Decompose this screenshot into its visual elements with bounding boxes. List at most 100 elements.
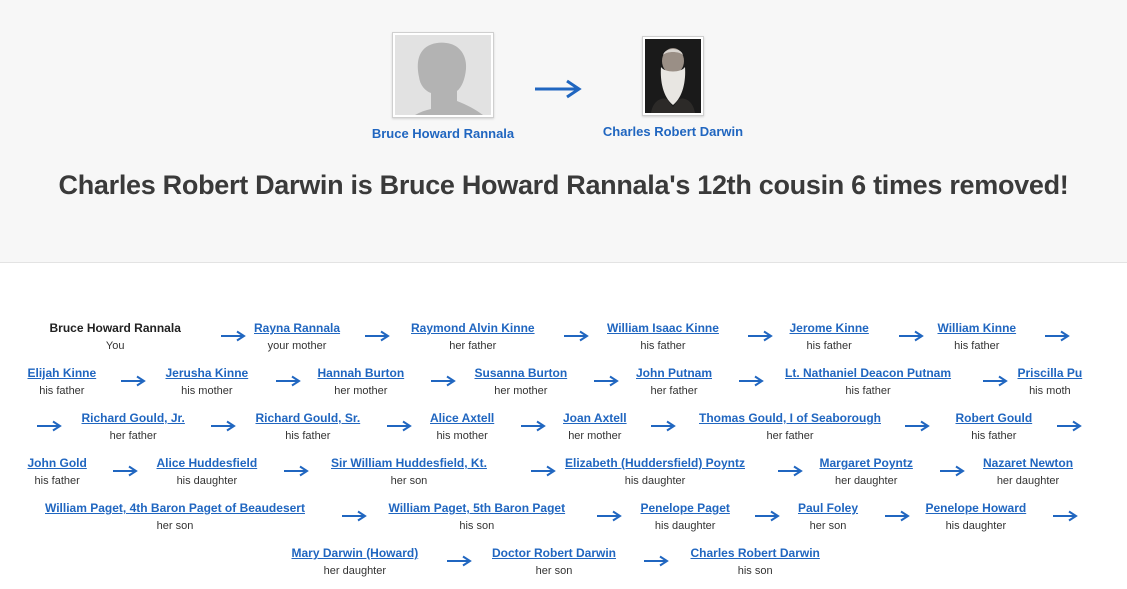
right-arrow-icon [905, 420, 930, 432]
right-person-link[interactable]: Charles Robert Darwin [602, 124, 744, 139]
relationship-headline: Charles Robert Darwin is Bruce Howard Ra… [58, 170, 1069, 200]
chain-person: Nazaret Newton her daughter [983, 455, 1073, 488]
person-link[interactable]: Thomas Gould, I of Seaborough [699, 411, 881, 425]
right-arrow-icon [1045, 330, 1070, 342]
right-arrow-icon [1057, 420, 1082, 432]
right-arrow-icon [644, 555, 669, 567]
right-arrow-icon [564, 330, 589, 342]
person-link[interactable]: Susanna Burton [474, 366, 568, 380]
relation-label: her father [650, 385, 698, 397]
person-link[interactable]: Penelope Howard [925, 501, 1027, 515]
person-link[interactable]: Doctor Robert Darwin [492, 546, 617, 560]
person-link[interactable]: Robert Gould [955, 411, 1033, 425]
person-link[interactable]: Jerome Kinne [789, 321, 869, 335]
right-arrow-icon [221, 330, 246, 342]
right-arrow-icon [755, 510, 780, 522]
relation-label: his son [737, 565, 773, 577]
relation-label: her mother [494, 385, 548, 397]
right-arrow-icon [387, 420, 412, 432]
chain-person: John Putnam her father [636, 365, 712, 398]
person-link[interactable]: William Paget, 5th Baron Paget [388, 501, 566, 515]
relation-label: his mother [436, 430, 488, 442]
relation-label: his father [34, 475, 80, 487]
person-link[interactable]: William Isaac Kinne [607, 321, 719, 335]
right-arrow-icon [651, 420, 676, 432]
person-link[interactable]: Priscilla Pu [1017, 366, 1083, 380]
relation-label: his son [459, 520, 495, 532]
avatar-placeholder[interactable] [392, 32, 494, 118]
person-link[interactable]: Alice Axtell [430, 411, 495, 425]
right-arrow-icon [447, 555, 472, 567]
right-arrow-icon [113, 465, 138, 477]
person-link[interactable]: Richard Gould, Jr. [81, 411, 185, 425]
right-arrow-icon [899, 330, 924, 342]
person-link[interactable]: John Putnam [636, 366, 713, 380]
person-link[interactable]: Penelope Paget [640, 501, 730, 515]
relation-label: his father [806, 340, 852, 352]
person-link[interactable]: Paul Foley [798, 501, 859, 515]
chain-person: Richard Gould, Jr. her father [82, 410, 185, 443]
relation-label: her daughter [323, 565, 387, 577]
person-link[interactable]: Elizabeth (Huddersfield) Poyntz [565, 456, 746, 470]
person-link[interactable]: Richard Gould, Sr. [255, 411, 361, 425]
avatar-photo[interactable] [642, 36, 704, 116]
relation-label: her son [156, 520, 194, 532]
chain-person: Susanna Burton her mother [475, 365, 568, 398]
person-link[interactable]: Jerusha Kinne [165, 366, 249, 380]
relation-label: her son [390, 475, 428, 487]
person-link[interactable]: Mary Darwin (Howard) [291, 546, 419, 560]
relation-label: her father [766, 430, 814, 442]
person-link[interactable]: Sir William Huddesfield, Kt. [331, 456, 487, 470]
chain-person: Charles Robert Darwin his son [691, 545, 820, 578]
person-link[interactable]: Rayna Rannala [254, 321, 341, 335]
right-arrow-icon [597, 510, 622, 522]
relation-label: his father [285, 430, 331, 442]
silhouette-icon [395, 35, 491, 115]
right-arrow-icon [531, 465, 556, 477]
person-link[interactable]: William Kinne [937, 321, 1017, 335]
relation-label: her daughter [996, 475, 1060, 487]
person-link[interactable]: Nazaret Newton [983, 456, 1074, 470]
relation-label: her mother [334, 385, 388, 397]
relation-label: her mother [568, 430, 622, 442]
person-link[interactable]: Alice Huddesfield [156, 456, 258, 470]
chain-person: Joan Axtell her mother [563, 410, 627, 443]
right-arrow-icon [778, 465, 803, 477]
right-arrow-icon [121, 375, 146, 387]
relation-label: his daughter [624, 475, 686, 487]
right-arrow-icon [748, 330, 773, 342]
relation-label: his daughter [945, 520, 1007, 532]
right-arrow-icon [885, 510, 910, 522]
relation-label: his father [640, 340, 686, 352]
person-card-left: Bruce Howard Rannala [343, 32, 543, 141]
person-link[interactable]: Margaret Poyntz [819, 456, 913, 470]
person-link[interactable]: Joan Axtell [563, 411, 627, 425]
right-arrow-icon [365, 330, 390, 342]
chain-person: William Isaac Kinne his father [607, 320, 719, 353]
right-arrow-icon [940, 465, 965, 477]
relationship-header: Bruce Howard Rannala Charles Robert Darw… [0, 0, 1127, 263]
person-link[interactable]: William Paget, 4th Baron Paget of Beaude… [45, 501, 305, 515]
person-link[interactable]: Raymond Alvin Kinne [411, 321, 535, 335]
person-link[interactable]: Hannah Burton [317, 366, 405, 380]
portrait-image [645, 39, 701, 113]
relation-label: her father [109, 430, 157, 442]
person-link[interactable]: John Gold [27, 456, 87, 470]
person-link[interactable]: Charles Robert Darwin [690, 546, 820, 560]
person-link[interactable]: Lt. Nathaniel Deacon Putnam [785, 366, 952, 380]
relation-label: You [105, 340, 125, 352]
right-arrow-icon [276, 375, 301, 387]
right-arrow-icon [739, 375, 764, 387]
chain-person: Elizabeth (Huddersfield) Poyntz his daugh… [565, 455, 745, 488]
relation-label: his father [39, 385, 85, 397]
left-person-link[interactable]: Bruce Howard Rannala [371, 126, 515, 141]
person-link[interactable]: Elijah Kinne [27, 366, 97, 380]
